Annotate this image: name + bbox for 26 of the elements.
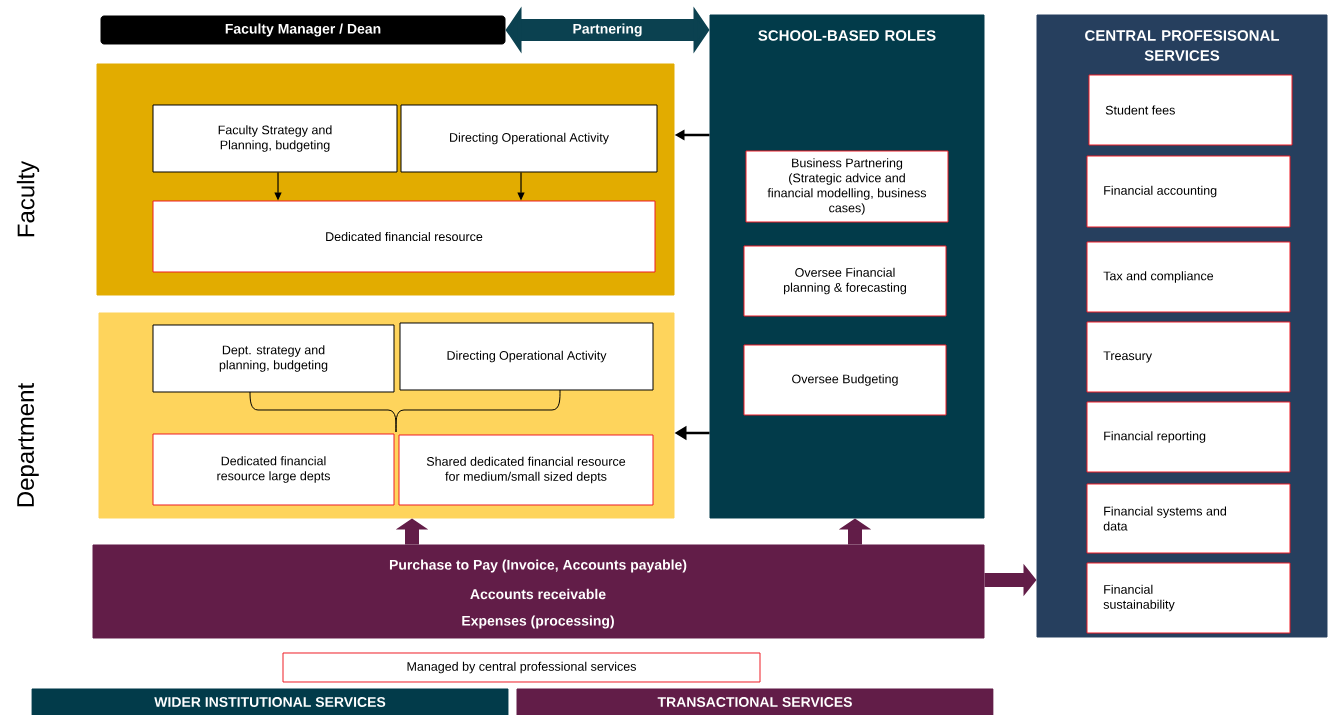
row-label: Faculty xyxy=(16,160,40,237)
row-label: Department xyxy=(17,383,39,507)
service-box: Financial accounting xyxy=(1086,155,1291,228)
footer-band: WIDER INSTITUTIONAL SERVICES xyxy=(31,688,509,715)
process-box: Dept. strategy and planning, budgeting xyxy=(152,324,395,393)
service-box: Financial sustainability xyxy=(1086,562,1291,634)
process-box: Faculty Strategy and Planning, budgeting xyxy=(152,104,398,173)
process-box: Directing Operational Activity xyxy=(399,322,654,391)
title-bar: Faculty Manager / Dean xyxy=(100,15,506,45)
service-box: Tax and compliance xyxy=(1086,241,1291,313)
resource-box: Dedicated financial resource large depts xyxy=(152,433,395,506)
edge-label: Partnering xyxy=(571,22,644,38)
service-box: Treasury xyxy=(1086,321,1291,393)
role-box: Oversee Financial planning & forecasting xyxy=(743,245,947,317)
service-box: Student fees xyxy=(1088,74,1293,146)
footer-band: TRANSACTIONAL SERVICES xyxy=(516,688,994,715)
key-box: Managed by central professional services xyxy=(282,652,761,683)
service-box: Financial systems and data xyxy=(1086,483,1291,554)
service-box: Financial reporting xyxy=(1086,401,1291,473)
resource-box: Shared dedicated financial resource for medium/small sized depts xyxy=(398,434,654,506)
arrow xyxy=(505,6,710,54)
process-box: Directing Operational Activity xyxy=(400,104,658,173)
transaction-panel: Purchase to Pay (Invoice, Accounts payable) Accounts receivable Expenses (processing) xyxy=(92,544,985,639)
role-box: Business Partnering (Strategic advice and financial modelling, business cases) xyxy=(745,150,949,223)
role-box: Oversee Budgeting xyxy=(743,344,947,416)
resource-box: Dedicated financial resource xyxy=(152,200,656,273)
